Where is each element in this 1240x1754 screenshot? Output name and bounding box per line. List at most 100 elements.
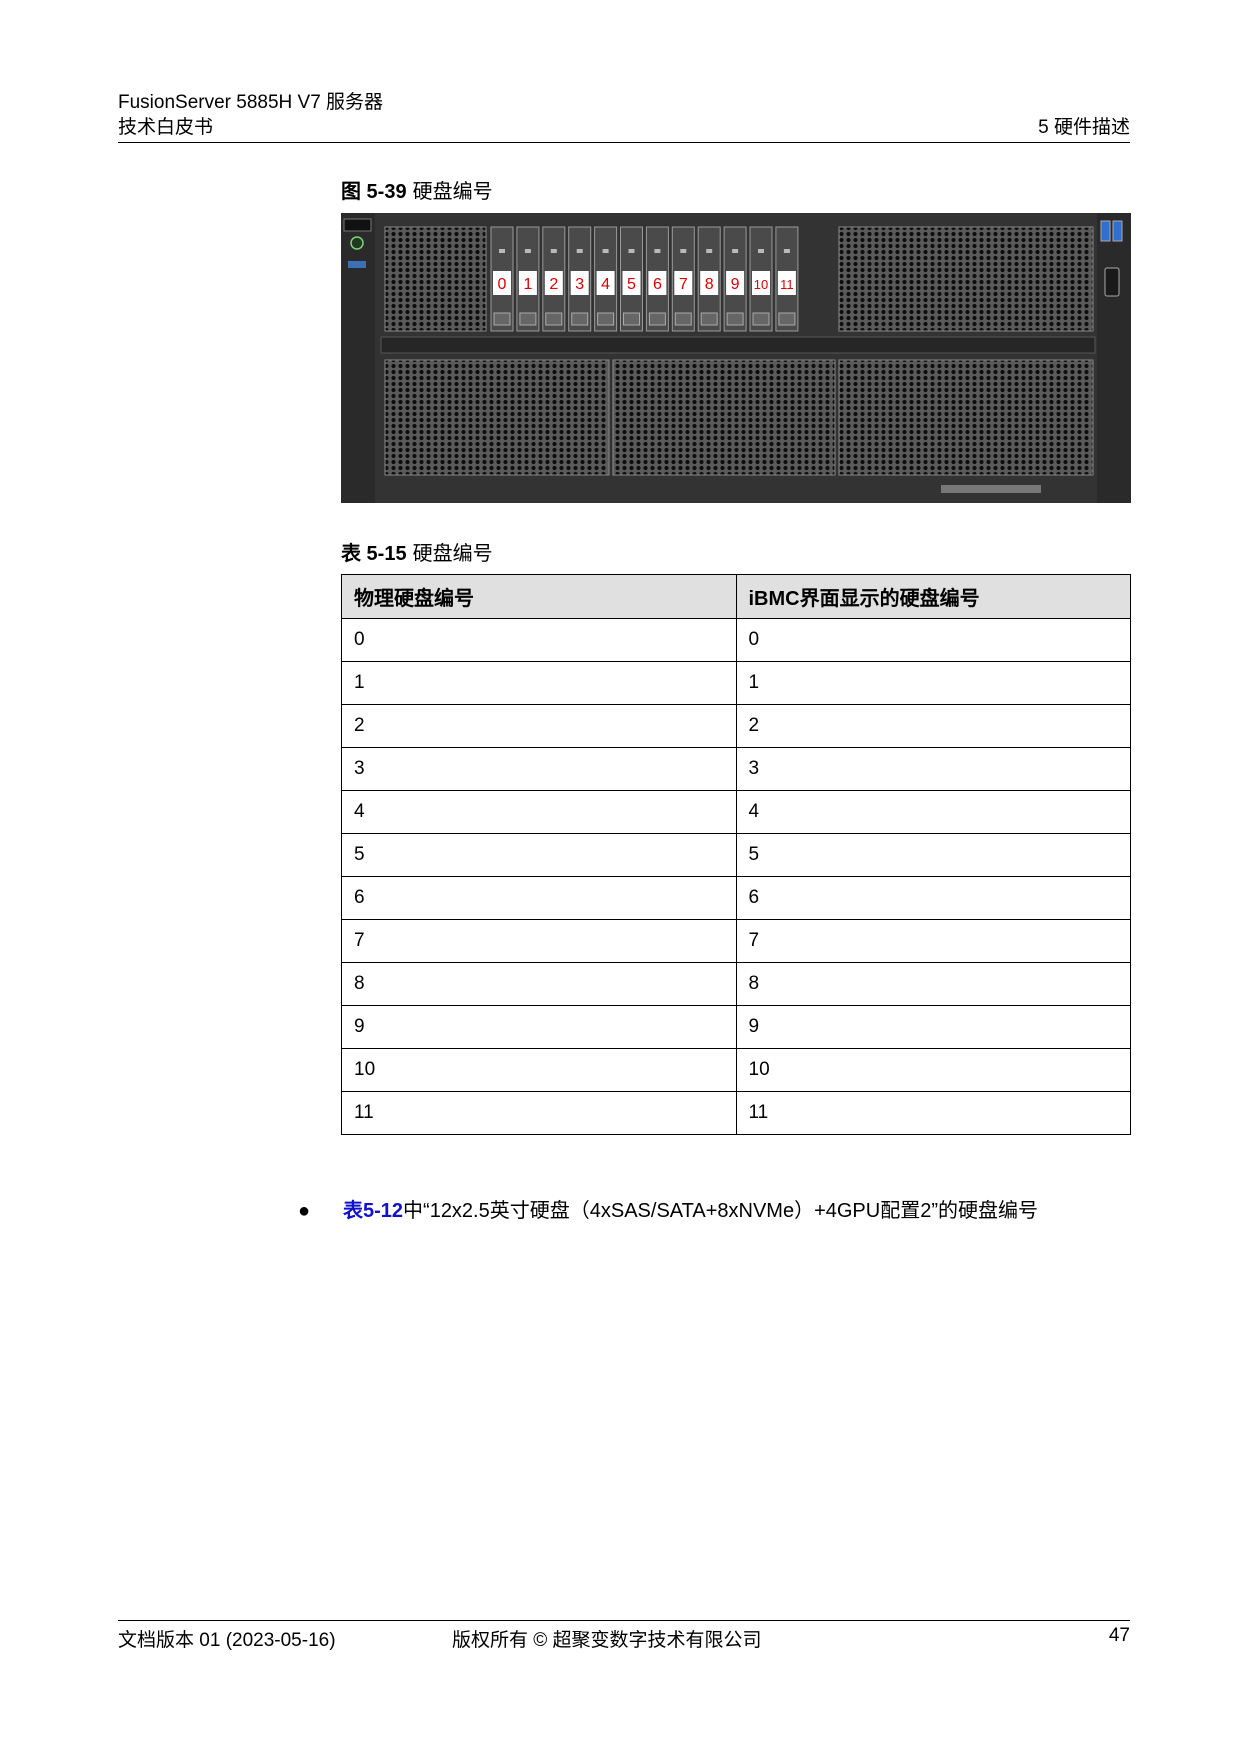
bullet-text: 表5-12中“12x2.5英寸硬盘（4xSAS/SATA+8xNVMe）+4GP… [343,1198,1128,1224]
document-version: 文档版本 01 (2023-05-16) [118,1630,336,1651]
drive-handle [623,312,640,326]
physical-disk-number-cell: 1 [341,661,737,705]
power-button-icon [350,236,364,250]
slot-number-label: 5 [627,276,636,293]
drive-led-icon [783,249,790,253]
slot-number-label: 10 [754,277,768,292]
drive-led-icon [550,249,557,253]
drive-handle [597,312,615,326]
drive-led-icon [602,249,609,253]
table-reference-link[interactable]: 表5-12 [343,1200,404,1222]
usb-port-2 [1112,220,1123,242]
page-footer: 文档版本 01 (2023-05-16) 版权所有 © 超聚变数字技术有限公司 … [118,1620,1130,1655]
section-title: 5 硬件描述 [1038,117,1130,138]
ibmc-disk-number-cell: 3 [735,747,1131,791]
ibmc-disk-number-cell: 7 [735,919,1131,963]
drive-led-icon [628,249,635,253]
vent-bottom-middle [612,359,836,476]
bullet-marker: ● [298,1200,311,1222]
slot-label-box [777,271,796,295]
slot-label-box [596,271,615,295]
drive-handle [778,312,796,326]
drive-led-icon [524,249,531,253]
physical-disk-number-cell: 7 [341,919,737,963]
vent-top-left [384,226,487,332]
drive-led-icon [732,249,739,253]
page-header: FusionServer 5885H V7 服务器 技术白皮书 5 硬件描述 [118,90,1130,143]
slot-label-box [544,271,563,295]
slot-number-label: 8 [705,276,714,293]
table-number: 表 5-15 [341,543,407,565]
drive-led-icon [499,249,505,253]
figure-caption-text: 硬盘编号 [412,181,493,203]
drive-led-icon [680,249,687,253]
ibmc-disk-number-cell: 9 [735,1005,1131,1049]
ibmc-disk-number-cell: 11 [735,1091,1131,1135]
slot-number-label: 3 [575,276,584,293]
physical-disk-number-cell: 4 [341,790,737,834]
ibmc-disk-number-cell: 1 [735,661,1131,705]
slot-number-label: 6 [653,276,662,293]
vent-bottom-left [384,359,610,476]
physical-disk-number-cell: 3 [341,747,737,791]
drive-handle [674,312,692,326]
drive-handle [752,312,770,326]
bottom-handle [941,485,1041,493]
slot-label-box [493,271,511,295]
physical-disk-number-cell: 9 [341,1005,737,1049]
ibmc-disk-number-cell: 2 [735,704,1131,748]
slot-label-box [570,271,589,295]
physical-disk-number-cell: 11 [341,1091,737,1135]
slot-number-label: 9 [731,276,740,293]
slot-number-label: 2 [549,276,558,293]
panel-divider [380,336,1096,354]
slot-number-label: 0 [498,276,507,293]
drive-handle [545,312,563,326]
slot-label-box [622,271,641,295]
figure-number: 图 5-39 [341,181,407,203]
ibmc-disk-number-cell: 8 [735,962,1131,1006]
physical-disk-number-cell: 2 [341,704,737,748]
ibmc-disk-number-cell: 4 [735,790,1131,834]
ibmc-disk-number-cell: 5 [735,833,1131,877]
bullet-body: 中“12x2.5英寸硬盘（4xSAS/SATA+8xNVMe）+4GPU配置2”… [403,1200,1039,1222]
slot-label-box [648,271,667,295]
slot-number-label: 1 [523,276,532,293]
physical-disk-number-cell: 8 [341,962,737,1006]
drive-handle [493,312,511,326]
uid-button-icon [348,261,366,268]
slot-label-box [674,271,693,295]
physical-disk-number-cell: 0 [341,618,737,662]
table-caption-text: 硬盘编号 [412,543,493,565]
vent-top-right [838,226,1094,332]
copyright: 版权所有 © 超聚变数字技术有限公司 [452,1630,762,1651]
drive-led-icon [758,249,764,253]
vent-bottom-right [838,359,1094,476]
page-number: 47 [1108,1625,1130,1646]
drive-handle [726,312,744,326]
slot-label-box [752,271,770,295]
slot-number-label: 7 [679,276,688,293]
physical-disk-number-cell: 5 [341,833,737,877]
document-title: FusionServer 5885H V7 服务器 [118,92,384,113]
drive-handle [571,312,589,326]
column-header-physical: 物理硬盘编号 [341,574,737,619]
document-subtitle: 技术白皮书 [118,117,214,138]
physical-disk-number-cell: 6 [341,876,737,920]
drive-handle [700,312,718,326]
slot-label-box [518,271,537,295]
ibmc-disk-number-cell: 10 [735,1048,1131,1092]
